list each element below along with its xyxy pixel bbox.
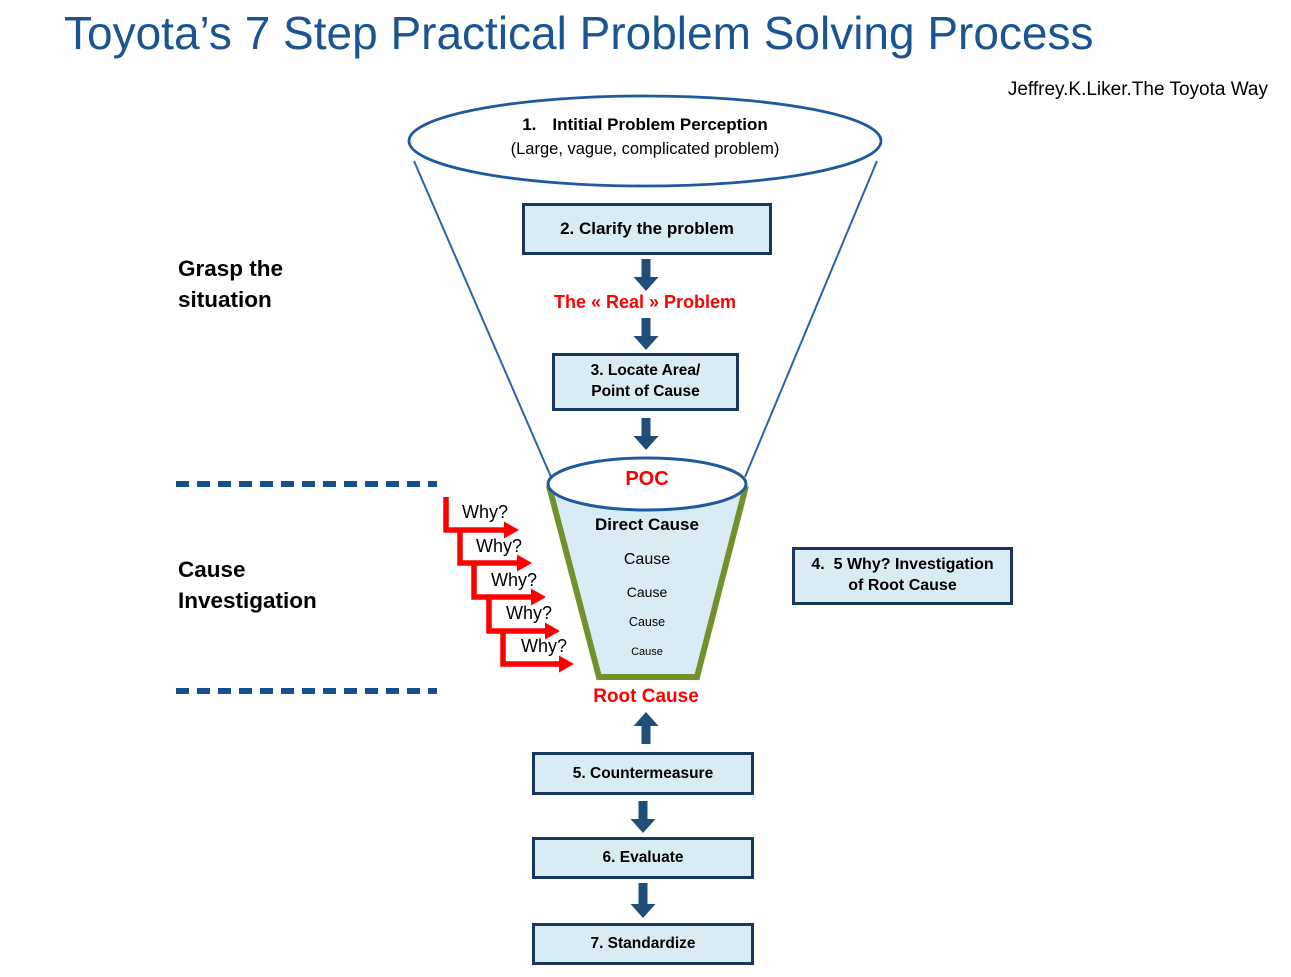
cause-label-2: Cause — [626, 584, 668, 600]
poc-ellipse — [546, 456, 748, 512]
step6-label: 6. Evaluate — [602, 849, 684, 866]
funnel-top-ellipse — [407, 94, 883, 188]
funnel-cone-left-line — [413, 160, 552, 478]
arrow-real-problem-to-step3 — [633, 318, 659, 350]
cause-label-1: Cause — [623, 551, 671, 568]
why-label-5: Why? — [521, 636, 568, 656]
arrow-step3-to-poc — [633, 418, 659, 450]
step4-five-why-investigation-box: 4. 5 Why? Investigation of Root Cause — [792, 547, 1013, 605]
cause-funnel-cup — [546, 485, 749, 680]
why-arrow-4 — [486, 599, 560, 640]
step1-title: Intitial Problem Perception — [552, 115, 768, 134]
why-label-1: Why? — [462, 502, 509, 522]
step1-subtitle: (Large, vague, complicated problem) — [510, 140, 780, 158]
why-arrow-1 — [443, 497, 519, 539]
funnel-cone-right-line — [744, 160, 878, 478]
poc-label: POC — [625, 468, 669, 490]
root-cause-label: Root Cause — [593, 686, 699, 707]
arrow-step5-to-step6 — [630, 801, 656, 833]
cause-label-4: Cause — [631, 646, 663, 658]
step3-locate-area-box: 3. Locate Area/ Point of Cause — [552, 353, 739, 411]
step7-label: 7. Standardize — [590, 935, 696, 952]
why-label-2: Why? — [476, 536, 523, 556]
why-arrow-5 — [500, 633, 574, 673]
step2-label: 2. Clarify the problem — [560, 219, 734, 238]
arrow-step6-to-step7 — [630, 883, 656, 918]
why-label-4: Why? — [506, 603, 553, 623]
step5-countermeasure-box: 5. Countermeasure — [532, 752, 754, 795]
step4-label: 4. 5 Why? Investigation of Root Cause — [811, 556, 994, 594]
cause-label-3: Cause — [628, 615, 666, 629]
section-label-cause-investigation: Cause Investigation — [178, 557, 317, 614]
step6-evaluate-box: 6. Evaluate — [532, 837, 754, 879]
arrow-step5-to-root-cause-up — [633, 712, 659, 744]
step1-initial-problem-perception: 1. Intitial Problem Perception (Large, v… — [395, 115, 895, 159]
step2-clarify-the-problem-box: 2. Clarify the problem — [522, 203, 772, 255]
step3-label: 3. Locate Area/ Point of Cause — [590, 362, 701, 400]
arrow-step2-to-real-problem — [633, 259, 659, 291]
page-title: Toyota’s 7 Step Practical Problem Solvin… — [64, 7, 1094, 59]
real-problem-label: The « Real » Problem — [553, 292, 737, 312]
why-arrow-3 — [471, 565, 546, 606]
step1-number: 1. — [522, 115, 537, 134]
direct-cause-label: Direct Cause — [595, 515, 699, 534]
step7-standardize-box: 7. Standardize — [532, 923, 754, 965]
attribution-text: Jeffrey.K.Liker.The Toyota Way — [1007, 79, 1268, 100]
step5-label: 5. Countermeasure — [572, 764, 714, 782]
why-label-3: Why? — [491, 570, 538, 590]
why-arrow-2 — [457, 531, 532, 572]
section-label-grasp-the-situation: Grasp the situation — [178, 256, 284, 313]
